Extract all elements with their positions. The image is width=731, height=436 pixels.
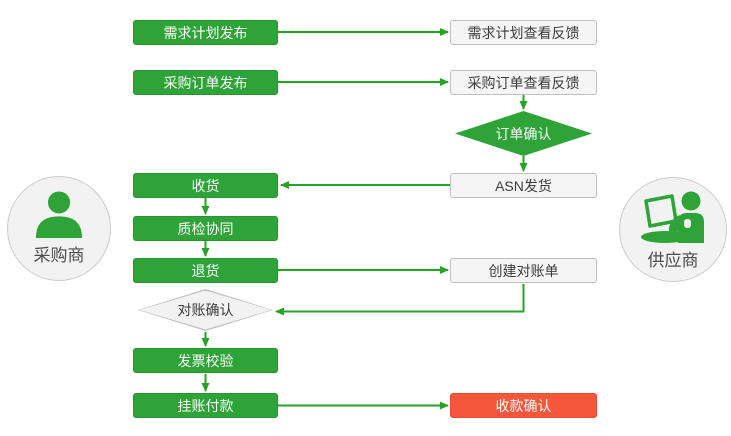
- decision-order-confirmation: 订单确认: [455, 111, 592, 156]
- node-pending-payment: 挂账付款: [133, 393, 278, 418]
- node-return-goods: 退货: [133, 258, 278, 283]
- arrow-statement-to-statement-confirm: [275, 284, 525, 316]
- node-receipt-confirmation: 收款确认: [450, 393, 597, 418]
- node-demand-plan-publish: 需求计划发布: [133, 20, 278, 45]
- node-purchase-order-publish: 采购订单发布: [133, 70, 278, 95]
- node-purchase-order-feedback: 采购订单查看反馈: [450, 70, 597, 95]
- decision-label: 对账确认: [177, 302, 234, 318]
- node-asn-shipment: ASN发货: [450, 173, 597, 198]
- node-invoice-verification: 发票校验: [133, 348, 278, 373]
- person-icon: [35, 191, 83, 238]
- decision-label: 订单确认: [495, 125, 552, 142]
- decision-statement-confirmation: 对账确认: [138, 289, 273, 331]
- node-receive-goods: 收货: [133, 173, 278, 198]
- node-quality-collaboration: 质检协同: [133, 216, 278, 241]
- actor-supplier: 供应商: [619, 177, 727, 282]
- actor-buyer-label: 采购商: [33, 246, 85, 265]
- actor-supplier-label: 供应商: [647, 251, 699, 270]
- actor-buyer: 采购商: [7, 176, 111, 281]
- node-create-statement: 创建对账单: [450, 258, 597, 283]
- node-demand-plan-feedback: 需求计划查看反馈: [450, 20, 597, 45]
- person-laptop-icon: [641, 191, 704, 243]
